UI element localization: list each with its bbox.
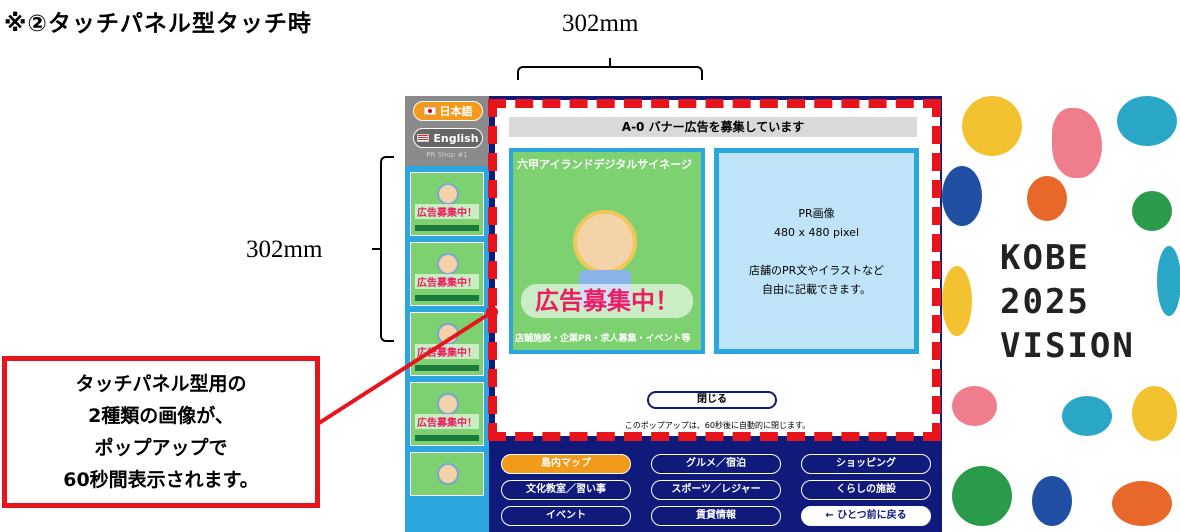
kobe-vision-text: KOBE 2025 VISION — [1000, 236, 1135, 368]
ad-thumbnail[interactable]: 広告募集中！ — [410, 242, 484, 306]
ad-big-text: 広告募集中！ — [521, 284, 693, 318]
left-brace-tip — [372, 248, 381, 250]
pr-title: PR画像 — [798, 206, 835, 220]
ad-thumbnail[interactable] — [410, 452, 484, 496]
close-button[interactable]: 閉じる — [647, 391, 777, 409]
art-blob — [942, 266, 972, 336]
kobe-vision-art: KOBE 2025 VISION — [942, 96, 1180, 532]
english-label: English — [433, 131, 479, 145]
thumb-strip — [415, 435, 479, 441]
ad-thumbnail-column: 広告募集中！ 広告募集中！ 広告募集中！ 広告募集中！ — [405, 166, 489, 532]
ad-thumbnail[interactable]: 広告募集中！ — [410, 312, 484, 376]
bottom-nav: 島内マップ グルメ／宿泊 ショッピング 文化教室／習い事 スポーツ／レジャー く… — [495, 448, 940, 532]
art-blob — [1032, 476, 1072, 526]
ad-thumbnail[interactable]: 広告募集中！ — [410, 382, 484, 446]
top-brace — [517, 66, 703, 80]
popup-title: A-0 バナー広告を募集しています — [509, 117, 917, 137]
ad-thumbnail[interactable]: 広告募集中！ — [410, 172, 484, 236]
art-line-1: KOBE — [1000, 238, 1090, 278]
nav-island-map[interactable]: 島内マップ — [501, 454, 631, 474]
art-blob — [1112, 481, 1172, 526]
art-blob — [1132, 191, 1172, 231]
callout-box: タッチパネル型用の 2種類の画像が、 ポップアップで 60秒間表示されます。 — [2, 356, 320, 508]
art-blob — [952, 466, 1012, 526]
callout-line-4: 60秒間表示されます。 — [63, 469, 259, 491]
dimension-top-label: 302mm — [562, 10, 639, 37]
pr-shop-label: PR Shop #1 — [426, 151, 468, 159]
us-flag-icon — [417, 134, 430, 142]
art-blob — [942, 166, 982, 226]
art-blob — [1132, 386, 1177, 441]
japanese-label: 日本語 — [439, 105, 473, 118]
pr-desc-1: 店舗のPR文やイラストなど — [748, 263, 885, 277]
ad-top-text: 六甲アイランドデジタルサイネージ — [517, 158, 693, 171]
japanese-button[interactable]: 日本語 — [413, 101, 483, 121]
pr-desc-2: 自由に記載できます。 — [762, 282, 871, 296]
popup-highlight-frame — [488, 99, 941, 441]
callout-line-3: ポップアップで — [94, 437, 228, 459]
art-line-2: 2025 — [1000, 282, 1090, 322]
pr-image-inner: PR画像 480 x 480 pixel 店舗のPR文やイラストなど 自由に記載… — [719, 153, 914, 349]
art-blob — [1062, 396, 1112, 436]
ad-image: 六甲アイランドデジタルサイネージ 広告募集中！ 店舗施設・企業PR・求人募集・イ… — [509, 148, 705, 354]
japan-flag-icon — [423, 107, 436, 115]
ad-bottom-text: 店舗施設・企業PR・求人募集・イベント等 — [515, 334, 691, 344]
nav-rental[interactable]: 賃貸情報 — [651, 506, 781, 526]
thumb-text: 広告募集中！ — [415, 414, 479, 429]
language-panel: 日本語 English PR Shop #1 — [405, 96, 489, 166]
top-brace-tip — [609, 58, 611, 67]
art-blob — [952, 386, 997, 426]
popup-note: このポップアップは、60秒後に自動的に閉じます。 — [624, 421, 811, 430]
thumb-strip — [415, 225, 479, 231]
ad-image-inner: 六甲アイランドデジタルサイネージ 広告募集中！ 店舗施設・企業PR・求人募集・イ… — [513, 152, 701, 350]
popup-dialog: A-0 バナー広告を募集しています 六甲アイランドデジタルサイネージ 広告募集中… — [495, 100, 940, 436]
thumb-text: 広告募集中！ — [415, 344, 479, 359]
nav-sports[interactable]: スポーツ／レジャー — [651, 480, 781, 500]
nav-culture[interactable]: 文化教室／習い事 — [501, 480, 631, 500]
art-blob — [1157, 246, 1180, 316]
nav-back-button[interactable]: ← ひとつ前に戻る — [801, 506, 931, 526]
nav-gourmet[interactable]: グルメ／宿泊 — [651, 454, 781, 474]
callout-line-2: 2種類の画像が、 — [88, 405, 234, 427]
page-heading: ※②タッチパネル型タッチ時 — [4, 11, 312, 37]
thumb-text: 広告募集中！ — [415, 274, 479, 289]
nav-event[interactable]: イベント — [501, 506, 631, 526]
dimension-left-label: 302mm — [246, 236, 323, 263]
thumb-text: 広告募集中！ — [415, 204, 479, 219]
english-button[interactable]: English — [413, 128, 483, 148]
thumb-strip — [415, 365, 479, 371]
pr-image-placeholder: PR画像 480 x 480 pixel 店舗のPR文やイラストなど 自由に記載… — [714, 148, 919, 354]
left-brace — [380, 156, 394, 342]
kiosk-screen: 日本語 English PR Shop #1 広告募集中！ 広告募集中！ 広告募… — [405, 96, 1180, 532]
art-blob — [1052, 108, 1102, 178]
callout-line-1: タッチパネル型用の — [75, 373, 247, 395]
thumb-strip — [415, 295, 479, 301]
art-line-3: VISION — [1000, 326, 1135, 366]
pr-size: 480 x 480 pixel — [773, 225, 860, 239]
art-blob — [1027, 176, 1067, 221]
nav-living[interactable]: くらしの施設 — [801, 480, 931, 500]
art-blob — [962, 96, 1022, 156]
art-blob — [1117, 96, 1177, 146]
mascot-icon — [437, 463, 459, 485]
nav-shopping[interactable]: ショッピング — [801, 454, 931, 474]
